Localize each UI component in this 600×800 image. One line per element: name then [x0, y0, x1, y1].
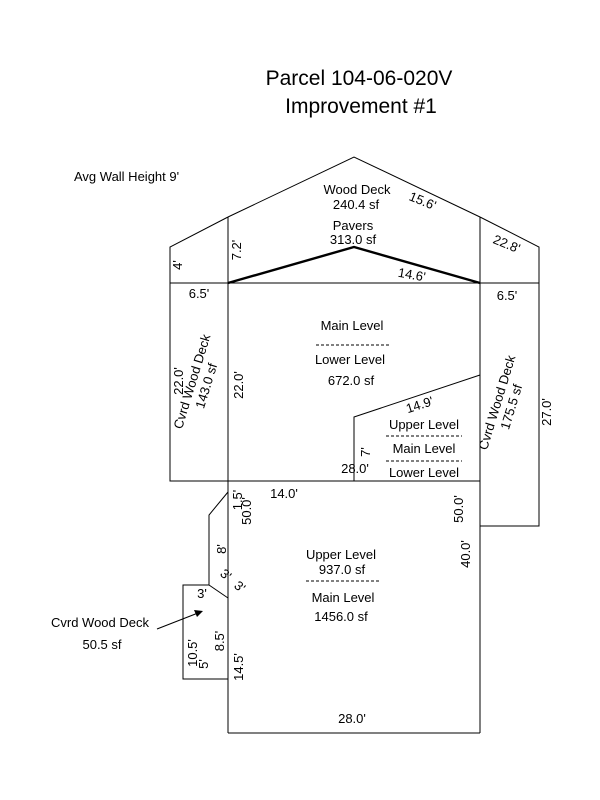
dim-right-top: 6.5'	[497, 288, 518, 303]
dim-lower-right-upper: 50.0'	[451, 495, 466, 523]
leader-arrowhead	[194, 610, 203, 617]
wood-deck-outline	[227, 156, 481, 218]
dim-left-wing-lower: 4'	[170, 260, 185, 270]
diagonal-jog	[208, 584, 229, 599]
avg-wall-height-note: Avg Wall Height 9'	[74, 169, 179, 184]
pavers-ridge-line	[227, 245, 481, 285]
dim-small-5: 5'	[196, 659, 211, 669]
main-section-lower: Lower Level	[315, 352, 385, 367]
lower-section-upper: Upper Level	[306, 547, 376, 562]
pavers-label: Pavers	[333, 218, 374, 233]
left-wing-outline	[169, 216, 229, 284]
small-deck-area: 50.5 sf	[82, 637, 121, 652]
lower-section-lower-area: 1456.0 sf	[314, 609, 368, 624]
dim-deck-roof-right: 15.6'	[407, 189, 438, 213]
dim-mid-width: 14.0'	[270, 486, 298, 501]
lower-section-lower: Main Level	[312, 590, 375, 605]
dim-inset-slope: 14.9'	[404, 393, 435, 416]
dim-diag-3a: 3'	[217, 566, 234, 584]
pavers-area: 313.0 sf	[330, 232, 377, 247]
dim-main-left-side: 22.0'	[231, 371, 246, 399]
inset-outline	[353, 374, 481, 481]
dim-left-wing-upper: 7.2'	[229, 240, 244, 261]
dim-small-8-5: 8.5'	[212, 631, 227, 652]
wood-deck-area: 240.4 sf	[333, 197, 380, 212]
lower-left-jog	[208, 491, 229, 585]
dim-diag-8: 8'	[214, 544, 229, 554]
dim-diag-3b: 3'	[231, 578, 248, 596]
dim-inset-side: 7'	[358, 447, 373, 457]
dim-lower-left-14-5: 14.5'	[231, 653, 246, 681]
main-section-upper: Main Level	[321, 318, 384, 333]
inset-level-2: Main Level	[393, 441, 456, 456]
wood-deck-label: Wood Deck	[324, 182, 391, 197]
leader-line	[156, 612, 199, 630]
main-section-area: 672.0 sf	[328, 373, 375, 388]
dim-inset-bottom: 28.0'	[341, 461, 369, 476]
dim-left-deck-side: 22.0'	[171, 367, 186, 395]
dim-right-deck-side: 27.0'	[539, 398, 554, 426]
dim-small-10-5: 10.5'	[185, 639, 200, 667]
lower-section-upper-area: 937.0 sf	[319, 562, 366, 577]
dim-left-top: 6.5'	[189, 286, 210, 301]
small-deck-label: Cvrd Wood Deck	[51, 615, 150, 630]
right-deck-outline	[480, 283, 540, 527]
title-line-2: Improvement #1	[285, 95, 437, 118]
dim-jog-short: 1.5'	[230, 490, 245, 511]
inset-level-3: Lower Level	[389, 465, 459, 480]
dim-pavers-right: 14.6'	[397, 265, 427, 285]
dim-small-top: 3'	[197, 586, 207, 601]
dim-bottom-width: 28.0'	[338, 711, 366, 726]
title-line-1: Parcel 104-06-020V	[266, 67, 453, 90]
dim-lower-right-side: 40.0'	[458, 540, 473, 568]
inset-level-1: Upper Level	[389, 417, 459, 432]
small-deck-outline	[182, 584, 228, 680]
dim-lower-left-upper: 50.0'	[239, 497, 254, 525]
dim-right-wing-slope: 22.8'	[491, 232, 522, 256]
